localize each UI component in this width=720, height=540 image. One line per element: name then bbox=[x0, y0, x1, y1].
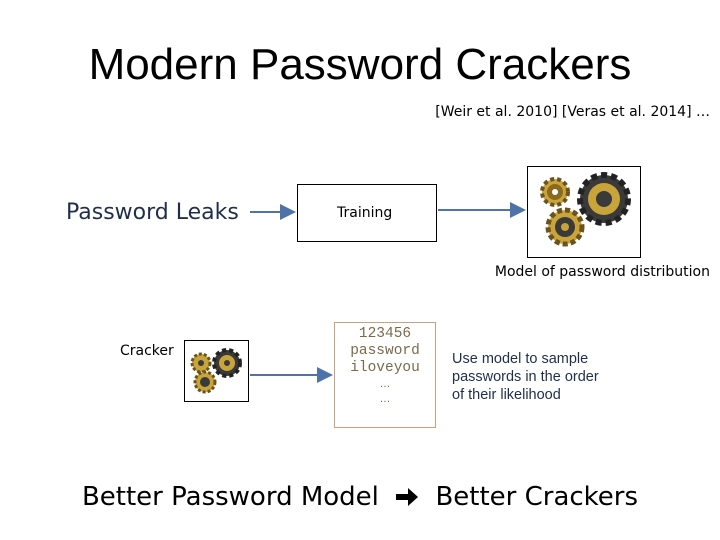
password-item: password bbox=[350, 343, 420, 359]
sampling-description: Use model to sample passwords in the ord… bbox=[452, 350, 652, 404]
citation: [Weir et al. 2010] [Veras et al. 2014] … bbox=[435, 104, 710, 120]
right-arrow-icon bbox=[395, 482, 419, 512]
gears-icon bbox=[540, 172, 631, 247]
conclusion-left: Better Password Model bbox=[81, 482, 379, 512]
training-box bbox=[297, 184, 437, 242]
description-line: of their likelihood bbox=[452, 387, 561, 403]
conclusion: Better Password Model Better Crackers bbox=[0, 482, 720, 512]
model-label: Model of password distribution bbox=[494, 264, 710, 280]
password-item: iloveyou bbox=[350, 360, 420, 376]
ellipsis: … bbox=[379, 378, 391, 390]
description-line: passwords in the order bbox=[452, 369, 599, 385]
slide-title: Modern Password Crackers bbox=[88, 40, 632, 89]
description-line: Use model to sample bbox=[452, 351, 589, 367]
sample-passwords-list: 123456 password iloveyou … … bbox=[334, 326, 436, 407]
cracker-gears-box bbox=[184, 340, 249, 402]
ellipsis: … bbox=[379, 393, 391, 405]
gears-icon bbox=[190, 348, 242, 394]
sample-passwords-box bbox=[334, 322, 436, 428]
cracker-label: Cracker bbox=[120, 343, 174, 359]
password-leaks-label: Password Leaks bbox=[66, 200, 239, 225]
conclusion-right: Better Crackers bbox=[435, 482, 639, 512]
training-label: Training bbox=[337, 205, 393, 221]
model-gears-box bbox=[527, 166, 641, 258]
password-item: 123456 bbox=[358, 326, 412, 342]
